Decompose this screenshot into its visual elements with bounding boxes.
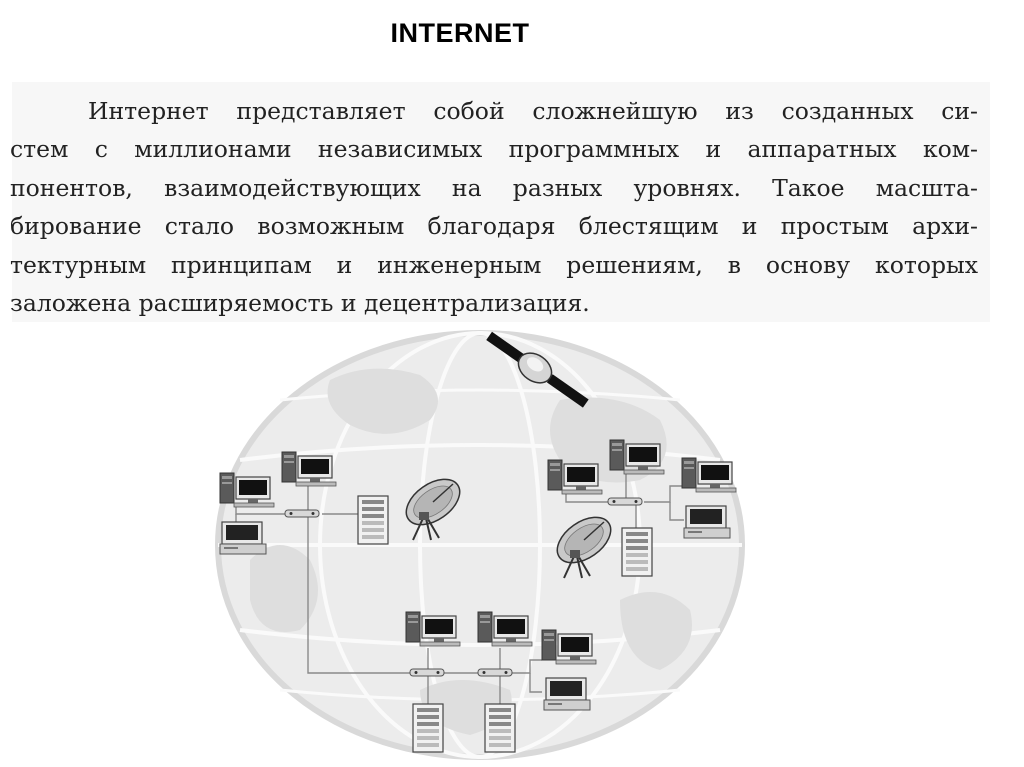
network-hub-icon <box>477 668 513 677</box>
network-hub-icon <box>607 497 643 506</box>
server-icon <box>412 703 444 753</box>
satellite-icon <box>486 331 589 408</box>
slide-title: INTERNET <box>390 18 530 48</box>
text-block-background <box>12 82 990 322</box>
paragraph-line: Интернет представляет собой сложнейшую и… <box>88 97 978 125</box>
paragraph-line: заложена расширяемость и децентрализация… <box>10 289 590 318</box>
paragraph-line: бирование стало возможным благодаря блес… <box>10 212 978 241</box>
body-paragraph: Интернет представляет собой сложнейшую и… <box>10 92 978 322</box>
server-icon <box>357 495 389 545</box>
paragraph-line: тектурным принципам и инженерным решения… <box>10 250 978 279</box>
computer-icon <box>543 677 591 711</box>
network-hub-icon <box>284 509 320 518</box>
network-hub-icon <box>409 668 445 677</box>
server-icon <box>484 703 516 753</box>
server-icon <box>621 527 653 577</box>
globe-background <box>215 330 745 760</box>
computer-icon <box>683 505 731 539</box>
computer-icon <box>219 521 267 555</box>
paragraph-line: понентов, взаимодействующих на разных ур… <box>10 173 978 202</box>
paragraph-line: стем с миллионами независимых программны… <box>10 135 978 164</box>
